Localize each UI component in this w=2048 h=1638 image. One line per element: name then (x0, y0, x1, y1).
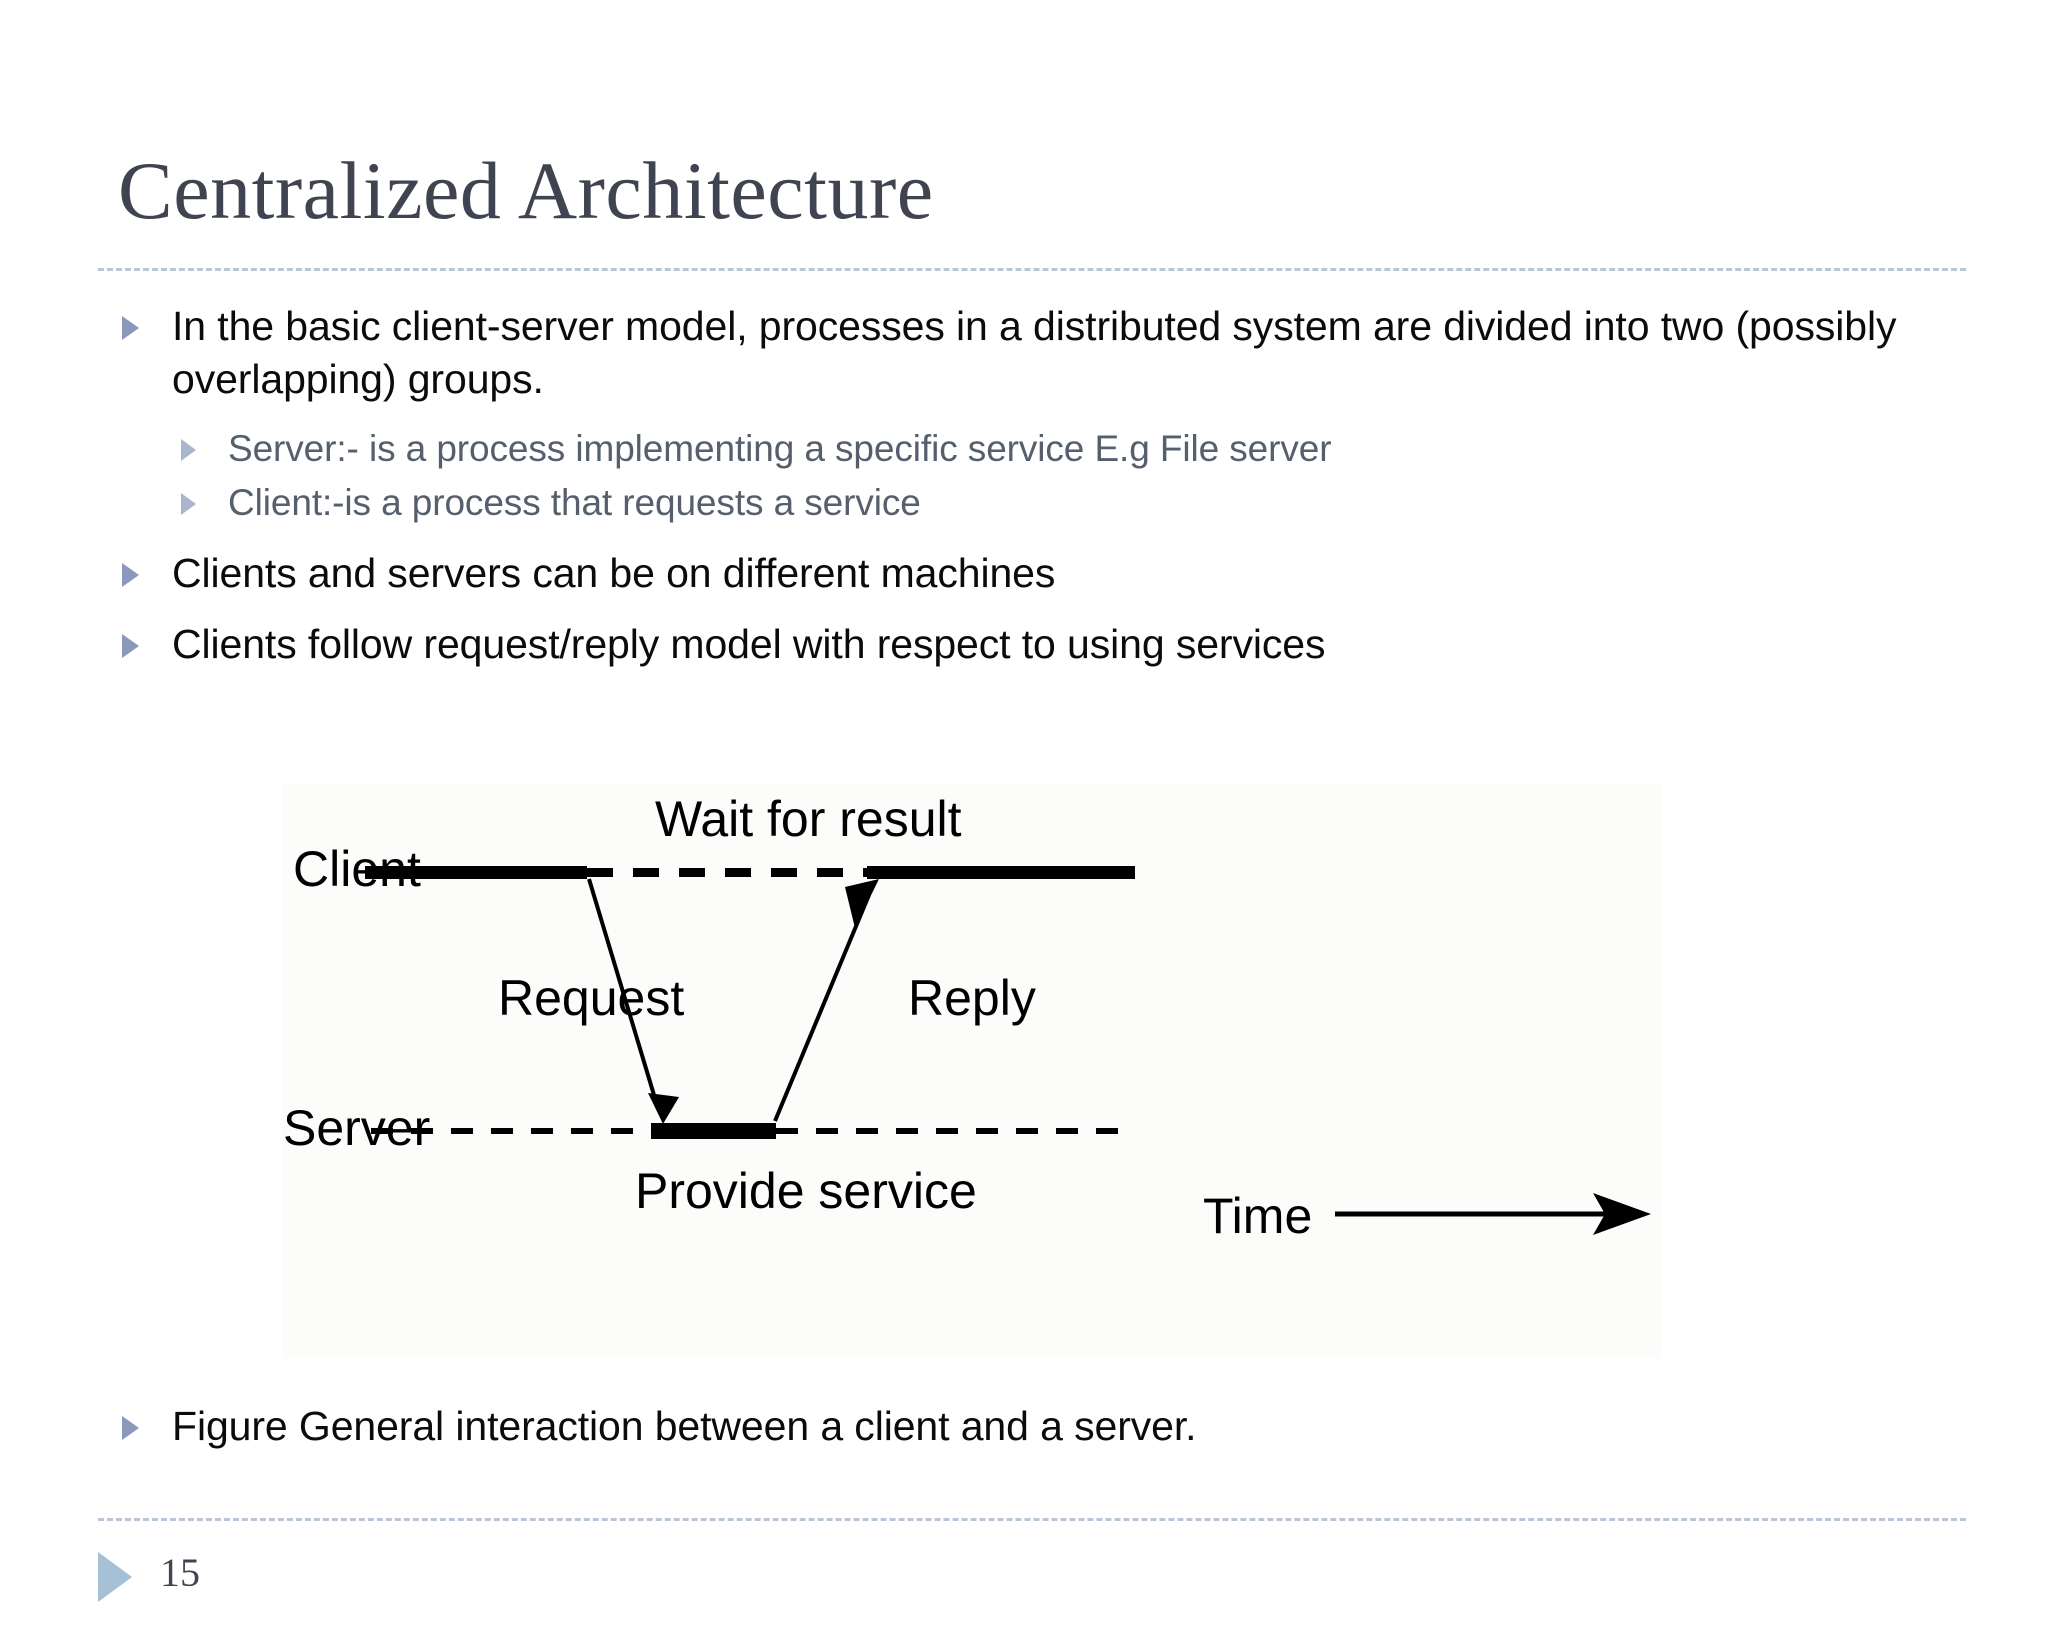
bullet-triangle-icon (122, 562, 139, 587)
spacer (0, 411, 2048, 425)
reply-arrow-line (773, 894, 871, 1122)
caption-text: Figure General interaction between a cli… (172, 1403, 1197, 1449)
bullet-triangle-icon (122, 634, 139, 659)
client-active-segment-left (365, 866, 587, 879)
figure-label-request: Request (498, 970, 684, 1026)
bullet-item-3-client: Client:-is a process that requests a ser… (0, 479, 2048, 527)
page-number: 15 (160, 1550, 200, 1595)
bullet-text: In the basic client-server model, proces… (172, 303, 1897, 403)
client-active-segment-right (867, 866, 1135, 879)
footer-divider (98, 1518, 1966, 1521)
page-title: Centralized Architecture (118, 145, 934, 236)
figure-label-reply: Reply (908, 970, 1036, 1026)
figure-label-client: Client (293, 841, 421, 897)
bullet-text: Clients and servers can be on different … (172, 549, 1056, 596)
bullet-item-5: Clients follow request/reply model with … (0, 618, 2048, 671)
bullet-triangle-icon (122, 1416, 139, 1440)
bullet-item-1: In the basic client-server model, proces… (0, 300, 2048, 407)
spacer (0, 604, 2048, 618)
server-active-segment (651, 1123, 776, 1139)
figure-label-provide-service: Provide service (635, 1163, 977, 1219)
bullet-triangle-icon (122, 316, 139, 340)
bullet-text: Clients follow request/reply model with … (172, 621, 1326, 668)
figure-label-wait-for-result: Wait for result (655, 791, 962, 847)
footer-triangle-icon (98, 1552, 132, 1602)
title-divider (98, 268, 1966, 271)
client-server-interaction-figure: Client Server Wait for result Request Re… (283, 783, 1661, 1358)
bullet-text: Client:-is a process that requests a ser… (228, 481, 921, 523)
bullet-triangle-icon (181, 492, 196, 515)
bullet-triangle-icon (181, 438, 196, 461)
bullet-list: In the basic client-server model, proces… (0, 300, 2048, 675)
bullet-item-4: Clients and servers can be on different … (0, 547, 2048, 600)
figure-caption-row: Figure General interaction between a cli… (0, 1400, 2048, 1457)
figure-label-server: Server (283, 1100, 430, 1156)
figure-label-time: Time (1203, 1188, 1312, 1244)
reply-arrow-head (845, 879, 879, 928)
request-arrow-line (587, 878, 659, 1106)
bullet-text: Server:- is a process implementing a spe… (228, 427, 1332, 469)
caption-bullet-item: Figure General interaction between a cli… (0, 1400, 2048, 1453)
request-arrow-head (648, 1093, 679, 1124)
spacer (0, 533, 2048, 547)
bullet-item-2-server: Server:- is a process implementing a spe… (0, 425, 2048, 473)
time-axis-arrow-head (1593, 1193, 1651, 1235)
